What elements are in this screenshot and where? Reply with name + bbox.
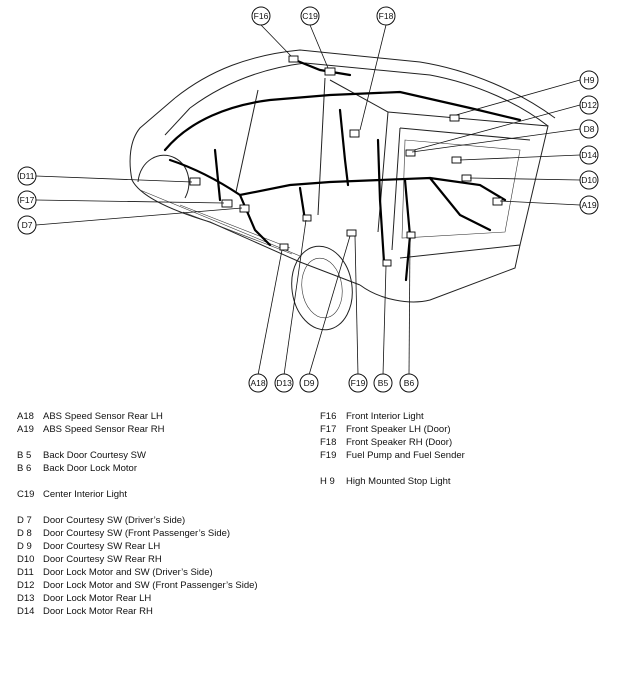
svg-text:A18: A18 (250, 378, 265, 388)
callout-d7: D7 (17, 215, 37, 235)
connectors (189, 55, 503, 267)
callout-d13: D13 (274, 373, 294, 393)
callout-h9: H9 (579, 70, 599, 90)
svg-text:A19: A19 (581, 200, 596, 210)
svg-text:D7: D7 (22, 220, 33, 230)
callout-a19: A19 (579, 195, 599, 215)
callout-f19: F19 (348, 373, 368, 393)
svg-text:C19: C19 (302, 11, 318, 21)
callout-d8: D8 (579, 119, 599, 139)
svg-text:F16: F16 (254, 11, 269, 21)
callout-a18: A18 (248, 373, 268, 393)
callout-d14: D14 (579, 145, 599, 165)
wiring-diagram: F16 C19 F18 H9 D12 D8 D14 D10 A19 D11 F1… (17, 6, 599, 393)
callout-b6: B6 (399, 373, 419, 393)
svg-text:D9: D9 (304, 378, 315, 388)
callout-c19: C19 (300, 6, 320, 26)
svg-text:D12: D12 (581, 100, 597, 110)
svg-text:F19: F19 (351, 378, 366, 388)
svg-text:H9: H9 (584, 75, 595, 85)
svg-text:D10: D10 (581, 175, 597, 185)
svg-text:D13: D13 (276, 378, 292, 388)
callout-f16: F16 (251, 6, 271, 26)
callout-d12: D12 (579, 95, 599, 115)
svg-text:F18: F18 (379, 11, 394, 21)
vehicle-outline (129, 49, 556, 331)
callout-d9: D9 (299, 373, 319, 393)
callout-b5: B5 (373, 373, 393, 393)
svg-text:B5: B5 (378, 378, 389, 388)
callout-f18: F18 (376, 6, 396, 26)
wire-harness (163, 58, 522, 282)
leader-lines (35, 24, 581, 376)
svg-text:D8: D8 (584, 124, 595, 134)
callout-d10: D10 (579, 170, 599, 190)
svg-text:D14: D14 (581, 150, 597, 160)
callout-d11: D11 (17, 166, 37, 186)
callout-f17: F17 (17, 190, 37, 210)
svg-text:D11: D11 (20, 171, 35, 181)
svg-text:F17: F17 (20, 195, 35, 205)
svg-text:B6: B6 (404, 378, 415, 388)
